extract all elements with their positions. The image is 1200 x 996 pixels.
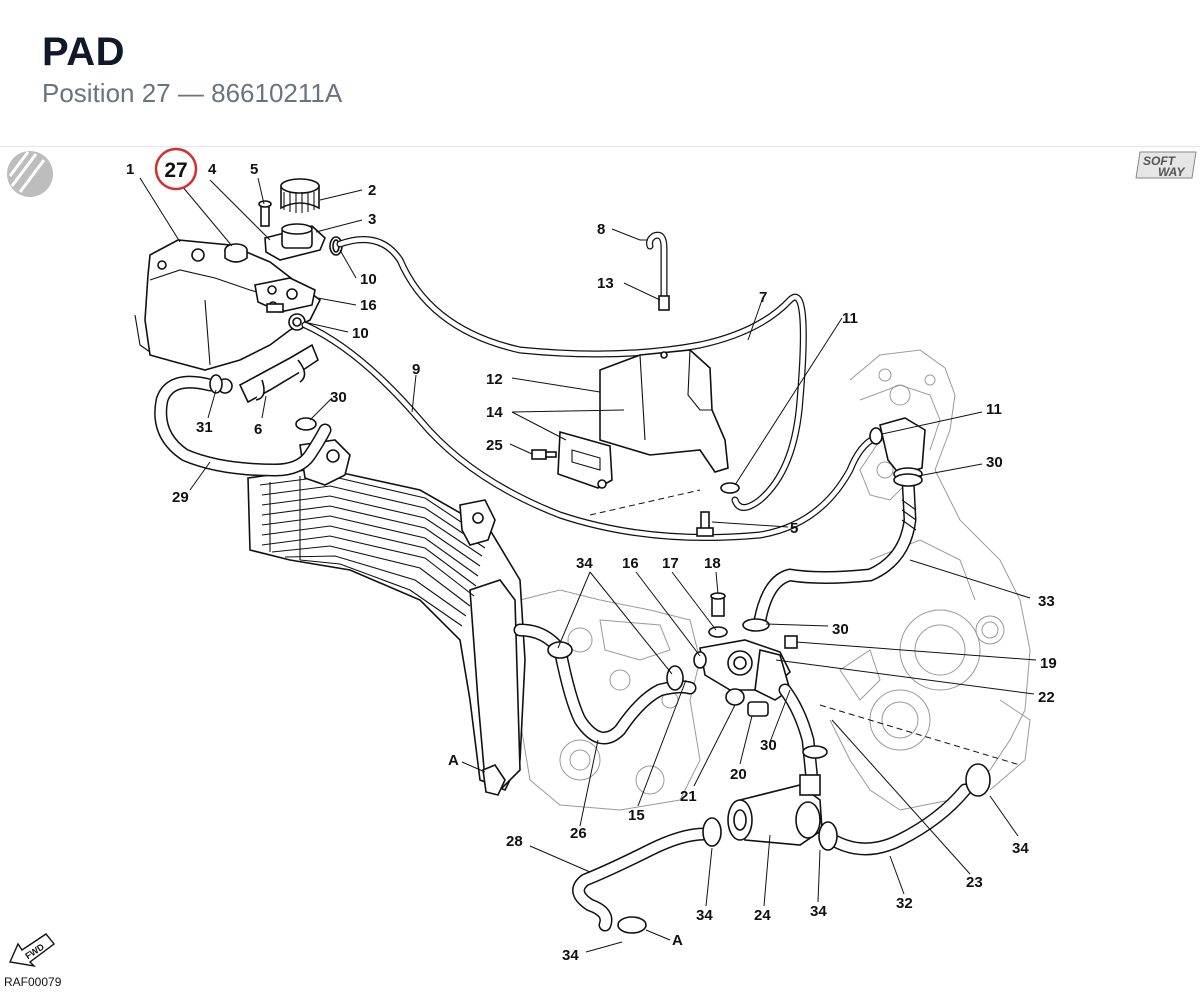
part-number-labels: 1 27 4 5 2 3 10 16 10 8 13 7 11 9 12 14 … — [126, 147, 1057, 964]
hose-clamp-30d — [802, 745, 828, 759]
label-33: 33 — [1038, 593, 1055, 610]
hose-clamp-30b — [893, 473, 923, 487]
label-28: 28 — [506, 833, 523, 850]
label-18: 18 — [704, 555, 721, 572]
highlight-circle — [154, 147, 198, 191]
bracket-14 — [557, 430, 613, 489]
screw-16 — [266, 303, 284, 313]
label-27-highlight: 27 — [164, 159, 187, 182]
fwd-arrow-icon: FWD — [8, 933, 55, 968]
label-16b: 16 — [622, 555, 639, 572]
reference-lines — [589, 489, 1021, 766]
label-14: 14 — [486, 404, 503, 421]
fitting-group — [693, 592, 798, 717]
brand-disc-icon — [7, 151, 53, 197]
position-label: Position 27 — [42, 78, 171, 108]
label-29: 29 — [172, 489, 189, 506]
hose-clamp-34e — [818, 821, 838, 851]
bolt-5b — [696, 511, 714, 537]
label-5b: 5 — [790, 520, 798, 537]
label-11b: 11 — [986, 401, 1002, 418]
filler-neck — [258, 178, 326, 261]
label-A2: A — [672, 932, 683, 949]
label-A1: A — [448, 752, 459, 769]
label-30d: 30 — [760, 737, 777, 754]
bolt-25 — [531, 449, 557, 460]
label-13: 13 — [597, 275, 614, 292]
label-34c: 34 — [810, 903, 827, 920]
label-30c: 30 — [832, 621, 849, 638]
hose-clamp-34c — [702, 817, 722, 847]
leader-lines — [139, 177, 1037, 953]
label-10a: 10 — [360, 271, 377, 288]
label-3: 3 — [368, 211, 376, 228]
label-32: 32 — [896, 895, 913, 912]
label-10b: 10 — [352, 325, 369, 342]
label-16a: 16 — [360, 297, 377, 314]
label-9: 9 — [412, 361, 420, 378]
expansion-tank — [134, 239, 322, 371]
hose-clamp-34d — [617, 916, 647, 934]
separator: — — [177, 78, 204, 108]
recovery-tank-12 — [599, 349, 729, 473]
label-1: 1 — [126, 161, 134, 178]
label-34d: 34 — [1012, 840, 1029, 857]
label-7: 7 — [759, 289, 767, 306]
pad-part-27 — [224, 243, 248, 263]
logo-top-text: SOFT — [1143, 154, 1177, 168]
part-number: 86610211A — [211, 78, 343, 108]
label-30a: 30 — [330, 389, 347, 406]
label-22: 22 — [1038, 689, 1055, 706]
engine-outline — [829, 349, 1031, 811]
page-header: PAD Position 27 — 86610211A — [0, 0, 1200, 147]
hose-clamp-11b — [869, 427, 883, 445]
label-4: 4 — [208, 161, 217, 178]
label-6: 6 — [254, 421, 262, 438]
connector-13 — [658, 295, 670, 311]
hose-33 — [753, 473, 917, 627]
label-24: 24 — [754, 907, 771, 924]
label-31: 31 — [196, 419, 213, 436]
label-11a: 11 — [842, 310, 858, 327]
label-26: 26 — [570, 825, 587, 842]
label-34a: 34 — [576, 555, 593, 572]
page-subtitle: Position 27 — 86610211A — [42, 78, 342, 109]
label-17: 17 — [662, 555, 679, 572]
hose-clamp-34f — [965, 763, 991, 797]
label-2: 2 — [368, 182, 376, 199]
engine-lower-outline — [519, 589, 701, 811]
thermostat-housing — [879, 417, 926, 481]
hose-clamp-10b — [288, 313, 306, 331]
label-19: 19 — [1040, 655, 1057, 672]
diagram-svg: SOFT WAY — [4, 147, 1197, 989]
label-30b: 30 — [986, 454, 1003, 471]
hose-clamp-30c — [742, 618, 770, 632]
hose-clamp-30a — [295, 417, 317, 431]
label-8: 8 — [597, 221, 605, 238]
label-5a: 5 — [250, 161, 258, 178]
label-15: 15 — [628, 807, 645, 824]
label-20: 20 — [730, 766, 747, 783]
radiator — [247, 439, 526, 796]
parts-diagram: SOFT WAY — [0, 146, 1200, 991]
label-34b: 34 — [696, 907, 713, 924]
hose-clamp-34b — [666, 665, 684, 691]
label-12: 12 — [486, 371, 503, 388]
label-23: 23 — [966, 874, 983, 891]
label-21: 21 — [680, 788, 697, 805]
page-title: PAD — [42, 30, 125, 74]
softway-logo: SOFT WAY — [1135, 151, 1197, 179]
label-34e: 34 — [562, 947, 579, 964]
t-fitting-24 — [727, 774, 823, 846]
logo-bottom-text: WAY — [1158, 165, 1185, 179]
hose-clamp-31 — [209, 374, 223, 394]
hose-clamp-11a — [720, 482, 740, 494]
label-25: 25 — [486, 437, 503, 454]
reference-code: RAF00079 — [4, 975, 62, 989]
